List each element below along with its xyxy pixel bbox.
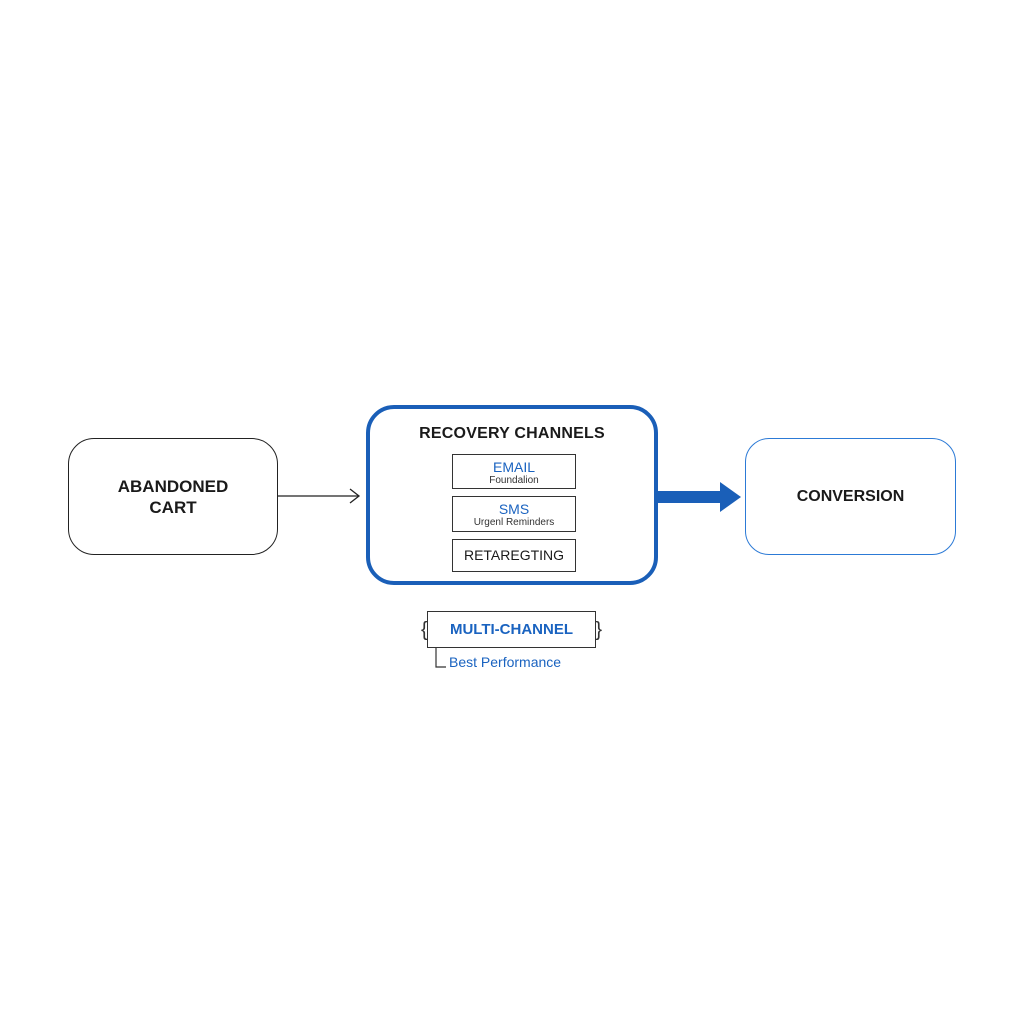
channel-email-desc: Foundalion (489, 475, 539, 486)
channel-email-name: EMAIL (492, 459, 535, 475)
multi-channel-label: MULTI-CHANNEL (449, 621, 574, 638)
channel-sms-name: SMS (498, 501, 530, 517)
thick-arrow (658, 482, 741, 512)
recovery-channels-node: RECOVERY CHANNELS EMAIL Foundalion SMS U… (366, 405, 658, 585)
abandoned-cart-node: ABANDONED CART (68, 438, 278, 555)
thin-arrow (278, 488, 361, 504)
conversion-label: CONVERSION (796, 487, 905, 505)
multi-channel-box: { MULTI-CHANNEL } (421, 611, 602, 648)
channel-sms: SMS Urgenl Reminders (452, 496, 576, 532)
channel-sms-desc: Urgenl Reminders (473, 517, 555, 528)
best-performance-note: Best Performance (449, 654, 562, 670)
recovery-channels-title: RECOVERY CHANNELS (419, 425, 605, 442)
left-brace-icon: { (421, 618, 428, 641)
conversion-node: CONVERSION (745, 438, 956, 555)
right-brace-icon: } (595, 618, 602, 641)
channel-email: EMAIL Foundalion (452, 454, 576, 489)
channel-retargeting-name: RETAREGTING (463, 547, 565, 563)
note-connector (435, 648, 446, 668)
channel-retargeting: RETAREGTING (452, 539, 576, 572)
abandoned-cart-label: ABANDONED CART (117, 476, 229, 517)
